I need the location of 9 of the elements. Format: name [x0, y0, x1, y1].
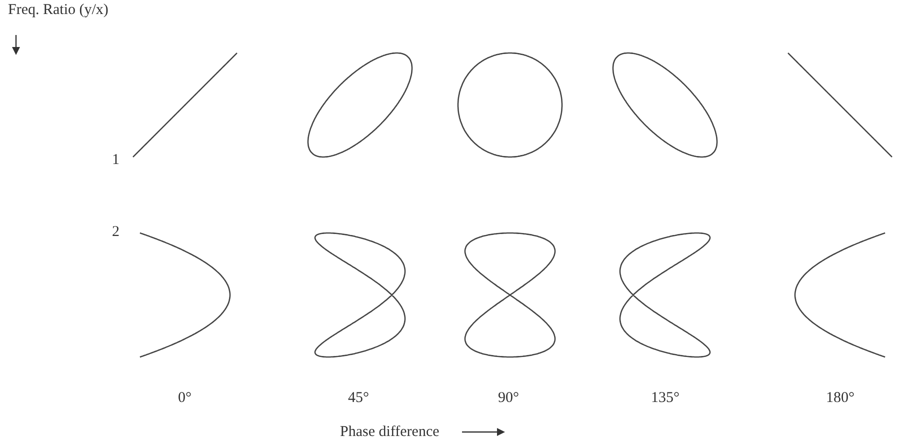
- phase-label: 180°: [826, 390, 854, 407]
- phase-label: 45°: [348, 390, 369, 407]
- phase-label: 90°: [498, 390, 519, 407]
- axis-title: Phase difference: [340, 424, 440, 441]
- ratio-label: 1: [112, 152, 120, 169]
- phase-label: 135°: [651, 390, 680, 407]
- ratio-label: 2: [112, 224, 120, 241]
- axis-title: Freq. Ratio (y/x): [8, 2, 108, 19]
- phase-label: 0°: [178, 390, 192, 407]
